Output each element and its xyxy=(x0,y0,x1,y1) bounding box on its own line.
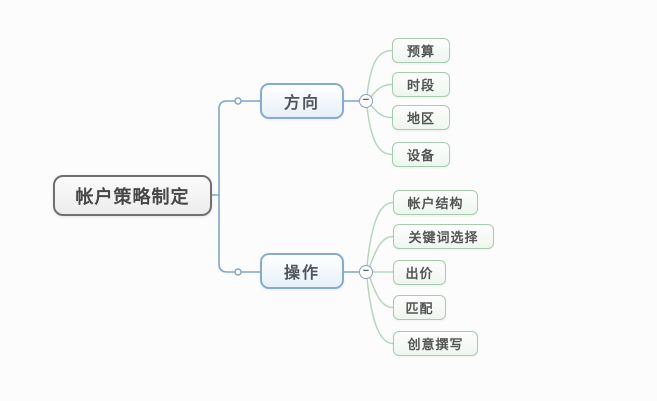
collapse-button-direction[interactable]: − xyxy=(359,94,373,108)
connector-to-keywords xyxy=(369,235,394,267)
node-child-budget[interactable]: 预算 xyxy=(392,38,450,63)
connector-to-creative xyxy=(366,277,394,345)
node-child-keyword-selection[interactable]: 关键词选择 xyxy=(393,224,494,249)
connector-to-budget xyxy=(366,49,393,96)
collapse-button-operation[interactable]: − xyxy=(359,265,373,279)
node-child-timeslot[interactable]: 时段 xyxy=(392,72,450,97)
node-root-account-strategy[interactable]: 帐户策略制定 xyxy=(53,175,212,216)
node-child-account-structure[interactable]: 帐户结构 xyxy=(393,190,478,215)
node-branch-direction[interactable]: 方向 xyxy=(260,83,344,119)
node-branch-operation[interactable]: 操作 xyxy=(260,253,344,289)
node-child-region[interactable]: 地区 xyxy=(392,105,450,130)
connector-dot-icon xyxy=(234,268,242,276)
node-child-creative-writing[interactable]: 创意撰写 xyxy=(393,331,478,356)
connector-root-to-operation xyxy=(218,194,261,273)
connector-to-matching xyxy=(369,277,394,309)
connector-to-device xyxy=(366,106,393,156)
node-child-matching[interactable]: 匹配 xyxy=(393,295,446,320)
connector-root-to-direction xyxy=(218,100,261,196)
connector-to-region xyxy=(370,104,393,119)
connector-to-timeslot xyxy=(370,83,393,98)
node-child-bidding[interactable]: 出价 xyxy=(393,260,446,285)
connector-dot-icon xyxy=(234,97,242,105)
connector-to-structure xyxy=(366,201,394,267)
node-child-device[interactable]: 设备 xyxy=(392,142,450,167)
